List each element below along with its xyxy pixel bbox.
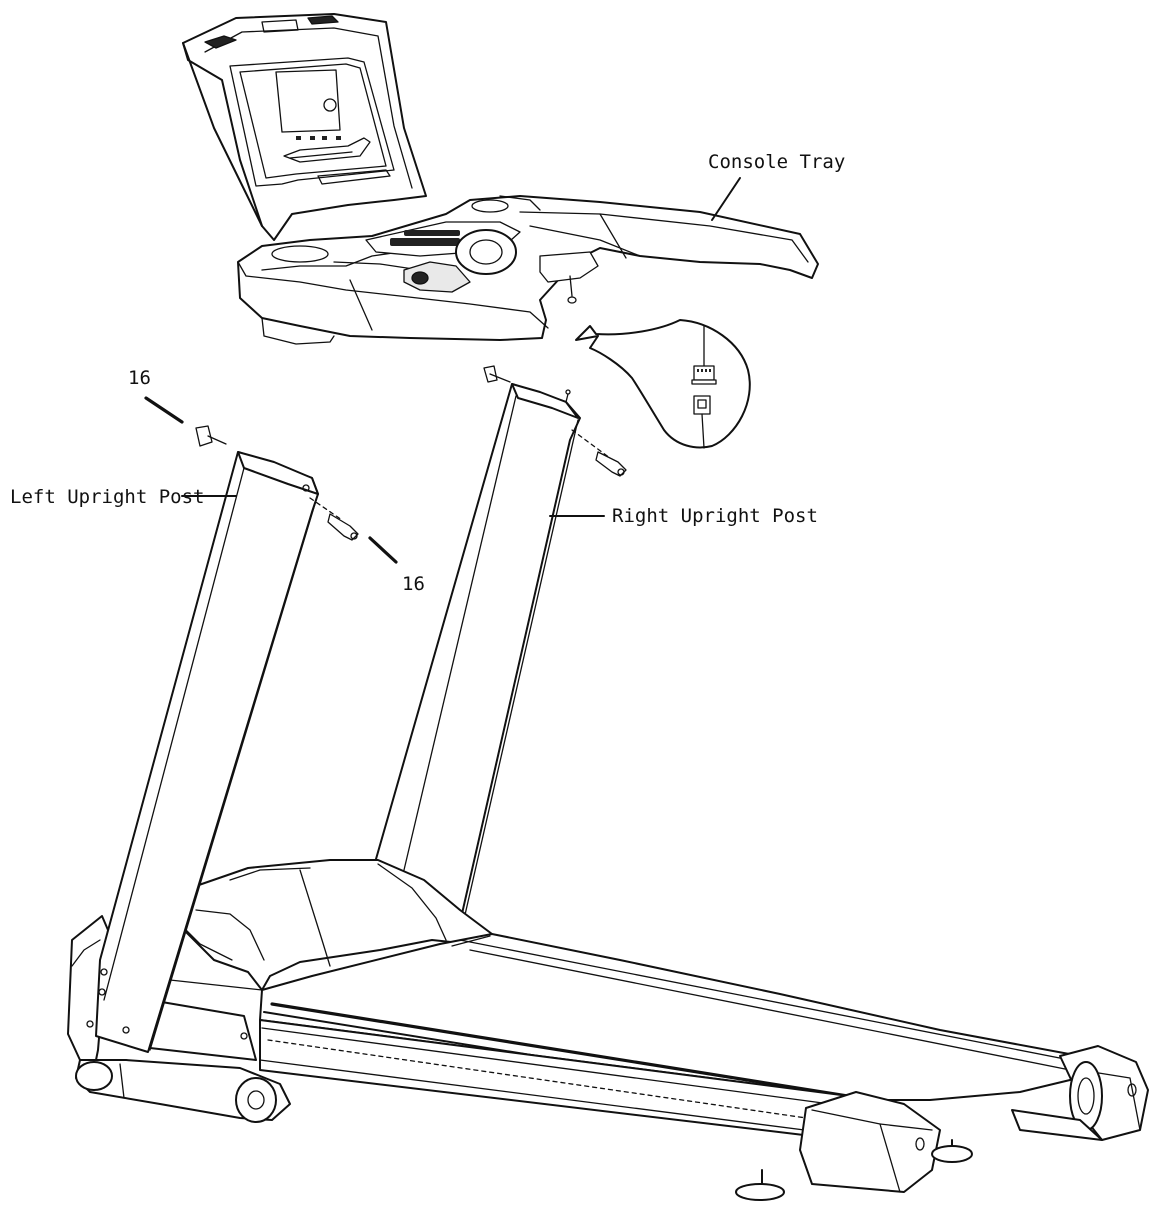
bolt-right-top [483,365,511,383]
bolt-left-side [327,513,359,541]
connector-detail [575,319,751,449]
left-upright-post [86,425,359,1053]
part-16-label-top: 16 [128,367,151,389]
foot-front [735,1169,785,1201]
right-post-callout: Right Upright Post [549,505,818,527]
part-16-callout-top: 16 [128,367,184,424]
bolt-left-top [195,425,227,447]
part-16-label-bottom: 16 [402,573,425,595]
part-16-callout-bottom: 16 [368,536,425,595]
console-tray-label: Console Tray [708,151,845,173]
console-assembly [182,13,819,345]
treadmill-base [67,859,1149,1201]
foot-rear [931,1139,973,1163]
right-post-label: Right Upright Post [612,505,818,527]
right-upright-post [369,365,627,941]
left-post-callout: Left Upright Post [10,486,237,508]
left-post-label: Left Upright Post [10,486,204,508]
console-tray-leader [711,177,741,221]
console-tray-callout: Console Tray [708,151,845,221]
bolt-right-side [595,451,627,477]
part-16-leader-top [144,396,184,424]
part-16-leader-bottom [368,536,398,564]
